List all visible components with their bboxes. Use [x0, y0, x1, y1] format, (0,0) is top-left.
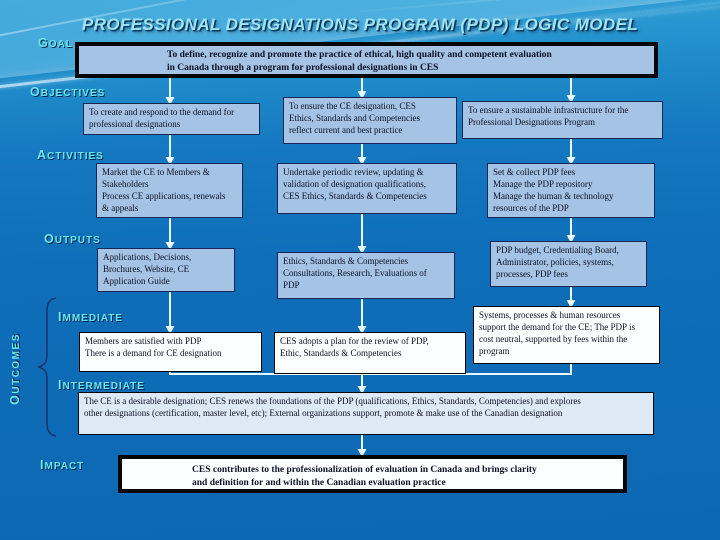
objectives-box-2: To ensure the CE designation, CES Ethics…: [283, 97, 457, 144]
outputs-box-3: PDP budget, Credentialing Board, Adminis…: [490, 241, 647, 287]
activities-box-2: Undertake periodic review, updating & va…: [277, 163, 457, 214]
slide-title: PROFESSIONAL DESIGNATIONS PROGRAM (PDP) …: [81, 15, 639, 34]
outcomes-brace: [36, 297, 57, 437]
label-outputs: OUTPUTS: [44, 232, 101, 246]
immediate-outcome-box-2: CES adopts a plan for the review of PDP,…: [274, 332, 466, 374]
label-activities: ACTIVITIES: [37, 148, 104, 162]
impact-box: CES contributes to the professionalizati…: [118, 455, 627, 493]
label-impact: IMPACT: [40, 458, 85, 472]
label-outcomes: OUTCOMES: [8, 333, 22, 405]
objectives-box-3: To ensure a sustainable infrastructure f…: [462, 101, 663, 139]
label-intermediate: INTERMEDIATE: [58, 378, 145, 392]
intermediate-outcome-box: The CE is a desirable designation; CES r…: [78, 392, 654, 435]
brace-path: [36, 297, 57, 437]
label-objectives: OBJECTIVES: [30, 85, 106, 99]
activities-box-1: Market the CE to Members & Stakeholders …: [96, 163, 243, 218]
goal-box: To define, recognize and promote the pra…: [75, 42, 658, 78]
objectives-box-1: To create and respond to the demand for …: [83, 103, 260, 135]
outputs-box-2: Ethics, Standards & Competencies Consult…: [277, 252, 455, 299]
label-immediate: IMMEDIATE: [58, 310, 124, 324]
activities-box-3: Set & collect PDP fees Manage the PDP re…: [487, 163, 655, 218]
immediate-outcome-box-1: Members are satisfied with PDP There is …: [79, 332, 262, 372]
label-goal: GOAL: [38, 36, 73, 50]
immediate-outcome-box-3: Systems, processes & human resources sup…: [473, 306, 660, 364]
background-swoosh-line: [319, 0, 720, 16]
outputs-box-1: Applications, Decisions, Brochures, Webs…: [97, 248, 235, 292]
